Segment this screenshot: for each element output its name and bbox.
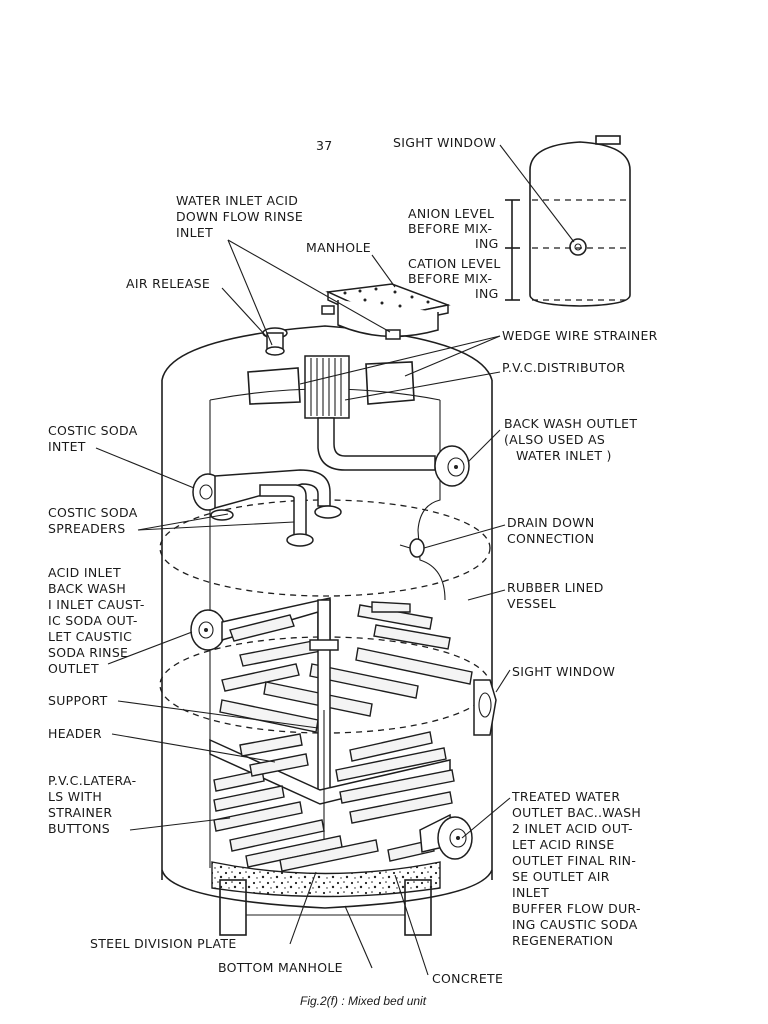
svg-text:CATION LEVEL: CATION LEVEL xyxy=(408,256,501,271)
svg-text:COSTIC SODA: COSTIC SODA xyxy=(48,505,138,520)
svg-text:IC SODA OUT-: IC SODA OUT- xyxy=(48,613,138,628)
svg-text:BACK WASH: BACK WASH xyxy=(48,581,126,596)
svg-text:ING: ING xyxy=(475,286,499,301)
svg-text:ING: ING xyxy=(475,236,499,251)
anion-level-label: ANION LEVEL BEFORE MIX- ING xyxy=(408,206,499,251)
inset-sight-window-label: SIGHT WINDOW xyxy=(393,135,496,150)
treated-water-outlet-flange xyxy=(419,813,473,860)
svg-text:SPREADERS: SPREADERS xyxy=(48,521,125,536)
rubber-lined-label: RUBBER LINED VESSEL xyxy=(507,580,604,611)
support-label: SUPPORT xyxy=(48,693,108,708)
acid-inlet-label: ACID INLET BACK WASH I INLET CAUST- IC S… xyxy=(48,565,145,676)
svg-text:COSTIC SODA: COSTIC SODA xyxy=(48,423,138,438)
cation-level-label: CATION LEVEL BEFORE MIX- ING xyxy=(408,256,501,301)
svg-text:BEFORE MIX-: BEFORE MIX- xyxy=(408,221,492,236)
pvc-laterals-label: P.V.C.LATERA- LS WITH STRAINER BUTTONS xyxy=(48,773,136,836)
svg-text:STRAINER: STRAINER xyxy=(48,805,112,820)
back-wash-outlet-flange xyxy=(434,445,470,487)
costic-soda-inlet-label: COSTIC SODA INTET xyxy=(48,423,138,454)
leader-lines xyxy=(95,239,511,976)
svg-text:DRAIN DOWN: DRAIN DOWN xyxy=(507,515,595,530)
drain-down-connection xyxy=(399,538,425,558)
svg-text:INLET: INLET xyxy=(176,225,213,240)
pvc-distributor-label: P.V.C.DISTRIBUTOR xyxy=(502,360,625,375)
svg-text:REGENERATION: REGENERATION xyxy=(512,933,613,948)
svg-text:BEFORE MIX-: BEFORE MIX- xyxy=(408,271,492,286)
svg-text:BACK WASH OUTLET: BACK WASH OUTLET xyxy=(504,416,637,431)
svg-text:ANION LEVEL: ANION LEVEL xyxy=(408,206,494,221)
svg-text:RUBBER LINED: RUBBER LINED xyxy=(507,580,604,595)
svg-text:ACID INLET: ACID INLET xyxy=(48,565,121,580)
svg-text:INLET: INLET xyxy=(512,885,549,900)
svg-text:INTET: INTET xyxy=(48,439,86,454)
svg-text:WATER INLET ACID: WATER INLET ACID xyxy=(176,193,298,208)
drain-down-label: DRAIN DOWN CONNECTION xyxy=(507,515,595,546)
costic-soda-spreaders-label: COSTIC SODA SPREADERS xyxy=(48,505,138,536)
svg-text:VESSEL: VESSEL xyxy=(507,596,556,611)
air-release-nozzle xyxy=(262,327,288,356)
top-manhole xyxy=(321,283,451,340)
svg-text:LS WITH: LS WITH xyxy=(48,789,102,804)
svg-text:(ALSO USED AS: (ALSO USED AS xyxy=(504,432,605,447)
steel-division-plate-label: STEEL DIVISION PLATE xyxy=(90,936,237,951)
manhole-label: MANHOLE xyxy=(306,240,371,255)
svg-text:SE OUTLET AIR: SE OUTLET AIR xyxy=(512,869,610,884)
caustic-soda-inlet-pipe xyxy=(192,469,342,547)
sight-window-label: SIGHT WINDOW xyxy=(512,664,615,679)
svg-text:DOWN FLOW RINSE: DOWN FLOW RINSE xyxy=(176,209,303,224)
air-release-label: AIR RELEASE xyxy=(126,276,210,291)
svg-text:OUTLET FINAL RIN-: OUTLET FINAL RIN- xyxy=(512,853,636,868)
inset-vessel xyxy=(499,135,631,307)
wedge-wire-strainer-label: WEDGE WIRE STRAINER xyxy=(502,328,658,343)
upper-laterals xyxy=(219,601,473,733)
lower-laterals xyxy=(213,731,455,872)
back-wash-outlet-label: BACK WASH OUTLET (ALSO USED AS WATER INL… xyxy=(504,416,637,463)
svg-text:WATER INLET ): WATER INLET ) xyxy=(516,448,612,463)
pvc-distributor xyxy=(304,355,436,471)
svg-text:BUTTONS: BUTTONS xyxy=(48,821,110,836)
header-label: HEADER xyxy=(48,726,102,741)
water-inlet-label: WATER INLET ACID DOWN FLOW RINSE INLET xyxy=(176,193,303,240)
concrete-label: CONCRETE xyxy=(432,971,503,986)
svg-text:SODA RINSE: SODA RINSE xyxy=(48,645,128,660)
svg-text:LET CAUSTIC: LET CAUSTIC xyxy=(48,629,132,644)
svg-text:OUTLET BAC..WASH: OUTLET BAC..WASH xyxy=(512,805,641,820)
bottom-manhole-label: BOTTOM MANHOLE xyxy=(218,960,343,975)
svg-text:CONNECTION: CONNECTION xyxy=(507,531,594,546)
svg-text:LET ACID RINSE: LET ACID RINSE xyxy=(512,837,615,852)
middle-sight-window xyxy=(473,679,497,736)
page-number: 37 xyxy=(316,138,333,153)
svg-text:2 INLET ACID OUT-: 2 INLET ACID OUT- xyxy=(512,821,633,836)
svg-text:OUTLET: OUTLET xyxy=(48,661,99,676)
svg-text:ING CAUSTIC SODA: ING CAUSTIC SODA xyxy=(512,917,638,932)
svg-text:I INLET CAUST-: I INLET CAUST- xyxy=(48,597,145,612)
treated-water-label: TREATED WATER OUTLET BAC..WASH 2 INLET A… xyxy=(511,789,641,948)
wedge-wire-strainer xyxy=(247,361,415,405)
svg-text:BUFFER FLOW DUR-: BUFFER FLOW DUR- xyxy=(512,901,641,916)
figure-caption: Fig.2(f) : Mixed bed unit xyxy=(300,994,427,1008)
svg-text:P.V.C.LATERA-: P.V.C.LATERA- xyxy=(48,773,136,788)
svg-text:TREATED WATER: TREATED WATER xyxy=(511,789,620,804)
